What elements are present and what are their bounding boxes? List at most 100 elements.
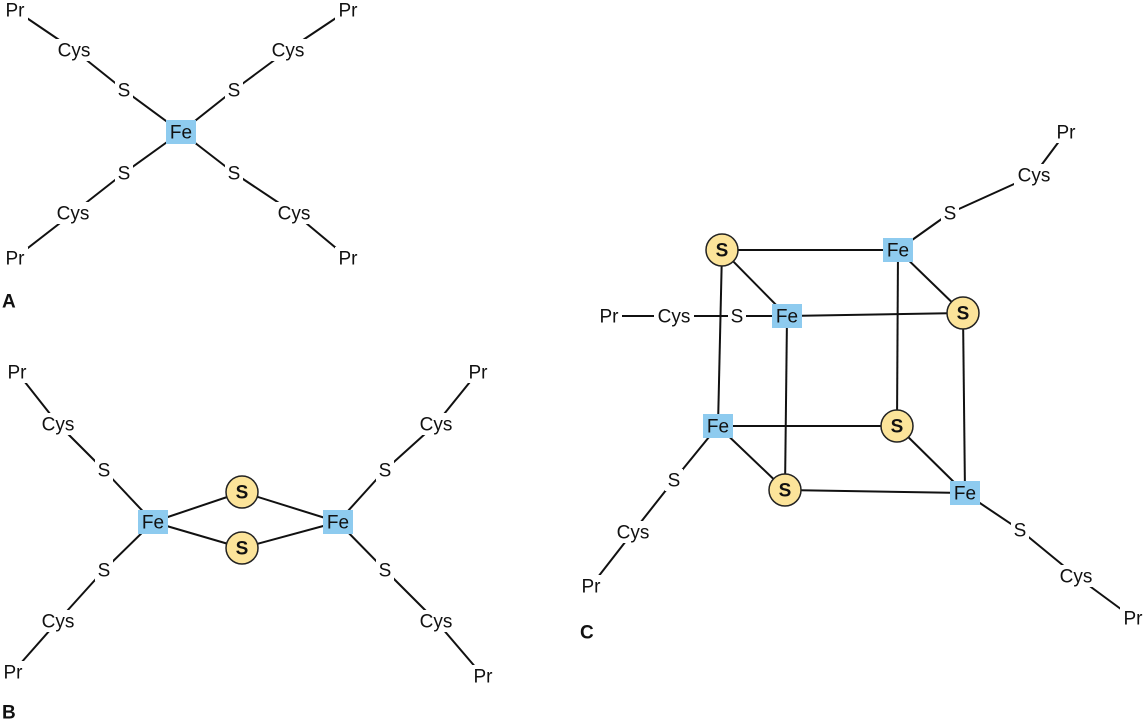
cysteine-node: Cys xyxy=(38,610,78,633)
s-label: S xyxy=(236,539,249,560)
label-background xyxy=(115,162,133,184)
label-background xyxy=(654,305,694,327)
pr-label: Pr xyxy=(339,249,359,270)
fe-label: Fe xyxy=(327,513,349,534)
label-background xyxy=(728,305,746,327)
bond-line xyxy=(962,312,966,494)
label-background xyxy=(53,202,93,224)
cysteine-node: Cys xyxy=(54,39,94,62)
s-label: S xyxy=(731,307,744,328)
cysteine-sulfur-node: S xyxy=(225,79,243,102)
fe-label: Fe xyxy=(776,307,798,328)
label-background xyxy=(38,610,78,632)
iron-atom-node: Fe xyxy=(323,510,353,534)
pr-label: Pr xyxy=(339,1,359,22)
label-background xyxy=(416,413,456,435)
label-background xyxy=(376,559,394,581)
s-label: S xyxy=(379,561,392,582)
cys-label: Cys xyxy=(420,612,453,633)
s-label: S xyxy=(118,164,131,185)
cys-label: Cys xyxy=(1018,166,1051,187)
fe-label: Fe xyxy=(887,241,909,262)
label-background xyxy=(335,247,361,269)
pr-label: Pr xyxy=(469,363,489,384)
cysteine-node: Cys xyxy=(654,305,694,328)
label-background xyxy=(335,0,361,21)
cysteine-node: Cys xyxy=(268,39,308,62)
iron-atom-node: Fe xyxy=(703,414,733,438)
cysteine-sulfur-node: S xyxy=(376,559,394,582)
bond-line xyxy=(241,491,339,523)
label-background xyxy=(416,610,456,632)
bridging-sulfur-node: S xyxy=(225,531,259,565)
protein-node: Pr xyxy=(1053,121,1079,144)
pr-label: Pr xyxy=(474,667,494,688)
cysteine-node: Cys xyxy=(416,610,456,633)
s-label: S xyxy=(228,164,241,185)
label-background xyxy=(225,162,243,184)
cys-label: Cys xyxy=(658,307,691,328)
cysteine-node: Cys xyxy=(274,202,314,225)
iron-box xyxy=(166,120,196,144)
sulfur-circle xyxy=(768,473,802,507)
label-background xyxy=(941,202,959,224)
protein-node: Pr xyxy=(335,247,361,270)
bridging-sulfur-node: S xyxy=(768,473,802,507)
iron-box xyxy=(138,510,168,534)
fe-label: Fe xyxy=(707,417,729,438)
bond-line xyxy=(784,315,788,491)
label-background xyxy=(115,79,133,101)
protein-node: Pr xyxy=(465,361,491,384)
s-label: S xyxy=(716,241,729,262)
label-background xyxy=(578,575,604,597)
cysteine-node: Cys xyxy=(613,521,653,544)
fe-label: Fe xyxy=(954,484,976,505)
protein-node: Pr xyxy=(1120,607,1146,630)
protein-node: Pr xyxy=(578,575,604,598)
label-background xyxy=(1014,164,1054,186)
cys-label: Cys xyxy=(272,41,305,62)
sulfur-circle xyxy=(880,409,914,443)
cys-label: Cys xyxy=(57,204,90,225)
s-label: S xyxy=(98,561,111,582)
cysteine-sulfur-node: S xyxy=(665,469,683,492)
s-label: S xyxy=(668,471,681,492)
sulfur-circle xyxy=(946,296,980,330)
cysteine-node: Cys xyxy=(1014,164,1054,187)
label-background xyxy=(1056,565,1096,587)
pr-label: Pr xyxy=(4,663,24,684)
bond-line xyxy=(786,312,964,317)
cysteine-sulfur-node: S xyxy=(95,459,113,482)
label-background xyxy=(665,469,683,491)
iron-box xyxy=(703,414,733,438)
label-background xyxy=(470,665,496,687)
cys-label: Cys xyxy=(278,204,311,225)
iron-atom-node: Fe xyxy=(166,120,196,144)
iron-box xyxy=(323,510,353,534)
iron-box xyxy=(950,481,980,505)
cys-label: Cys xyxy=(42,612,75,633)
bridging-sulfur-node: S xyxy=(880,409,914,443)
cysteine-sulfur-node: S xyxy=(941,202,959,225)
bridging-sulfur-node: S xyxy=(225,475,259,509)
iron-atom-node: Fe xyxy=(950,481,980,505)
iron-box xyxy=(772,304,802,328)
label-background xyxy=(2,0,28,21)
cysteine-sulfur-node: S xyxy=(376,459,394,482)
cysteine-node: Cys xyxy=(1056,565,1096,588)
label-background xyxy=(2,247,28,269)
s-label: S xyxy=(236,483,249,504)
bond-line xyxy=(784,489,966,494)
s-label: S xyxy=(379,461,392,482)
cysteine-sulfur-node: S xyxy=(225,162,243,185)
pr-label: Pr xyxy=(582,577,602,598)
pr-label: Pr xyxy=(6,249,26,270)
cys-label: Cys xyxy=(617,523,650,544)
label-background xyxy=(376,459,394,481)
s-label: S xyxy=(98,461,111,482)
label-background xyxy=(274,202,314,224)
s-label: S xyxy=(228,81,241,102)
sulfur-circle xyxy=(225,531,259,565)
cys-label: Cys xyxy=(420,415,453,436)
s-label: S xyxy=(1014,521,1027,542)
